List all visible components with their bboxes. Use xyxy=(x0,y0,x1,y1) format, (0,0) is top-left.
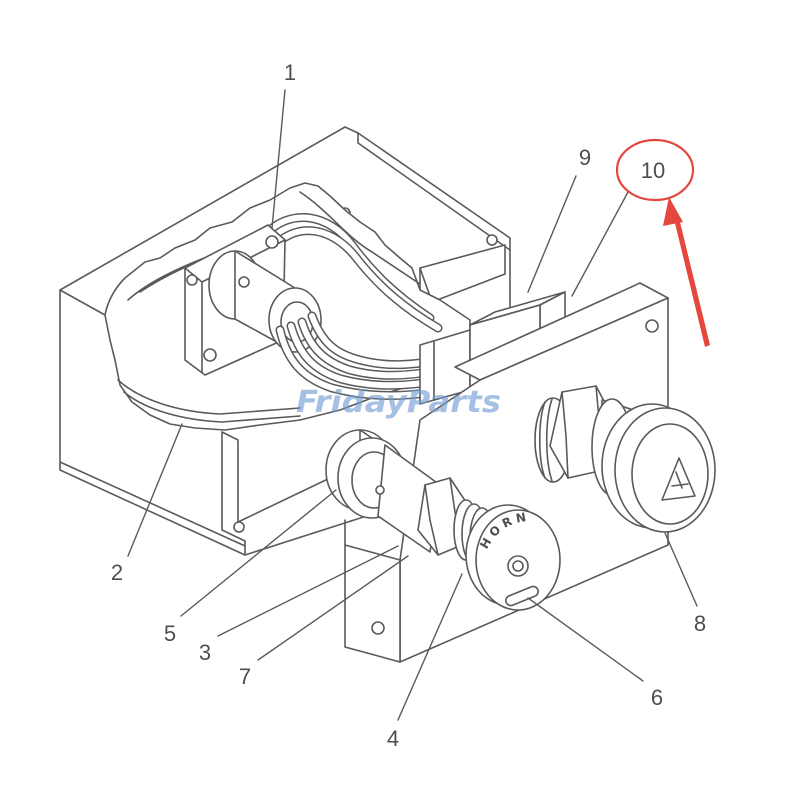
highlight-annotation xyxy=(615,138,710,347)
housing-front-window xyxy=(221,431,331,556)
housing-screw-hole-front xyxy=(233,521,245,533)
connector-hole xyxy=(238,276,250,288)
flange-bolt xyxy=(203,348,217,362)
wire-core xyxy=(299,319,443,379)
mounting-plate xyxy=(344,282,669,663)
wire-core xyxy=(259,214,433,321)
callout-5: 5 xyxy=(164,621,176,646)
leader-10 xyxy=(571,191,629,297)
leader-3 xyxy=(217,545,399,637)
callout-6: 6 xyxy=(651,685,663,710)
leader-8 xyxy=(664,532,698,607)
horn-knob-slot xyxy=(505,585,539,607)
wire-core xyxy=(269,227,441,331)
leader-lines xyxy=(127,89,698,721)
plate-screw-hole xyxy=(645,319,659,333)
leader-9 xyxy=(527,175,577,293)
plate-bracket xyxy=(344,544,401,663)
cutaway-lip xyxy=(117,379,301,423)
housing-notch xyxy=(419,244,506,303)
upper-wire-harness xyxy=(257,212,443,333)
button-cap-inner xyxy=(631,423,709,525)
callout-9: 9 xyxy=(579,145,591,170)
leader-2 xyxy=(127,423,183,557)
callout-4: 4 xyxy=(387,726,399,751)
warning-triangle-mark xyxy=(671,471,689,489)
bracket-screw-hole xyxy=(371,621,385,635)
callout-7: 7 xyxy=(239,664,251,689)
callout-10: 10 xyxy=(641,158,665,183)
switch-shaft-hole xyxy=(375,485,385,495)
horn-knob xyxy=(465,504,561,611)
housing-bottom-thickness xyxy=(59,461,246,547)
leader-7 xyxy=(257,555,409,661)
leader-5 xyxy=(180,489,337,617)
wiring-connector xyxy=(184,224,322,376)
highlight-circle xyxy=(615,138,695,202)
highlight-arrow-shaft xyxy=(674,218,710,347)
leader-6 xyxy=(527,597,644,682)
flange-bolt xyxy=(265,235,279,249)
housing-screw-hole-right xyxy=(486,234,498,246)
leader-1 xyxy=(271,89,286,229)
callout-8: 8 xyxy=(694,611,706,636)
housing-top-thickness xyxy=(357,132,511,251)
callout-1: 1 xyxy=(284,60,296,85)
wire-core xyxy=(288,323,439,389)
leader-4 xyxy=(397,573,463,721)
housing-front-edge xyxy=(59,289,106,316)
watermark: FridayParts xyxy=(296,385,501,420)
callout-labels: 1 9 10 2 5 3 7 4 6 8 xyxy=(111,60,706,751)
callout-3: 3 xyxy=(199,640,211,665)
button-thread-lines xyxy=(539,398,553,482)
callout-2: 2 xyxy=(111,560,123,585)
highlight-arrow-head xyxy=(663,197,683,226)
horn-knob-center-pin xyxy=(512,560,524,572)
emergency-stop-button xyxy=(534,385,716,533)
flange-bolt xyxy=(186,274,198,286)
wire-core xyxy=(277,327,435,399)
